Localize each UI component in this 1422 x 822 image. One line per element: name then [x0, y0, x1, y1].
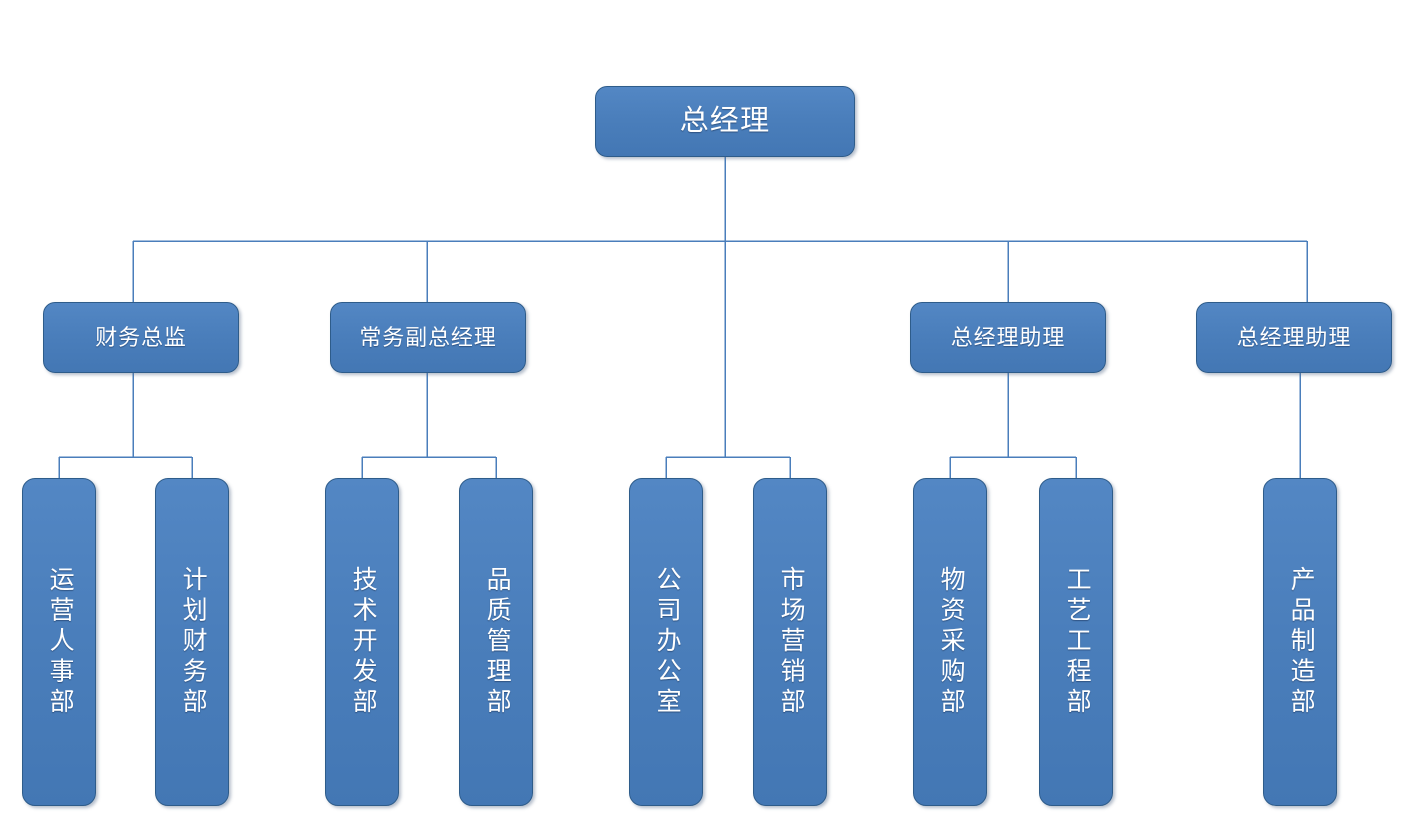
node-gm-assistant-1[interactable]: 总经理助理: [910, 302, 1106, 373]
node-label: 市场营销部: [777, 565, 805, 719]
node-planning-finance-dept[interactable]: 计划财务部: [155, 478, 229, 806]
node-label: 总经理: [679, 105, 771, 138]
node-label: 常务副总经理: [359, 324, 497, 350]
node-gm-assistant-2[interactable]: 总经理助理: [1196, 302, 1392, 373]
node-executive-deputy-gm[interactable]: 常务副总经理: [330, 302, 526, 373]
node-product-manufacturing-dept[interactable]: 产品制造部: [1263, 478, 1337, 806]
node-general-manager[interactable]: 总经理: [595, 86, 855, 157]
node-label: 物资采购部: [937, 565, 965, 719]
node-company-office[interactable]: 公司办公室: [629, 478, 703, 806]
node-quality-management-dept[interactable]: 品质管理部: [459, 478, 533, 806]
node-label: 计划财务部: [179, 565, 207, 719]
node-cfo[interactable]: 财务总监: [43, 302, 239, 373]
node-label: 品质管理部: [483, 565, 511, 719]
node-process-engineering-dept[interactable]: 工艺工程部: [1039, 478, 1113, 806]
node-label: 技术开发部: [349, 565, 377, 719]
node-label: 运营人事部: [46, 565, 74, 719]
node-technical-development-dept[interactable]: 技术开发部: [325, 478, 399, 806]
node-label: 总经理助理: [950, 324, 1066, 350]
node-label: 公司办公室: [653, 565, 681, 719]
node-materials-procurement-dept[interactable]: 物资采购部: [913, 478, 987, 806]
node-label: 工艺工程部: [1063, 565, 1091, 719]
node-label: 财务总监: [95, 324, 187, 350]
node-marketing-dept[interactable]: 市场营销部: [753, 478, 827, 806]
node-operations-hr-dept[interactable]: 运营人事部: [22, 478, 96, 806]
node-label: 总经理助理: [1236, 324, 1352, 350]
node-label: 产品制造部: [1287, 565, 1315, 719]
